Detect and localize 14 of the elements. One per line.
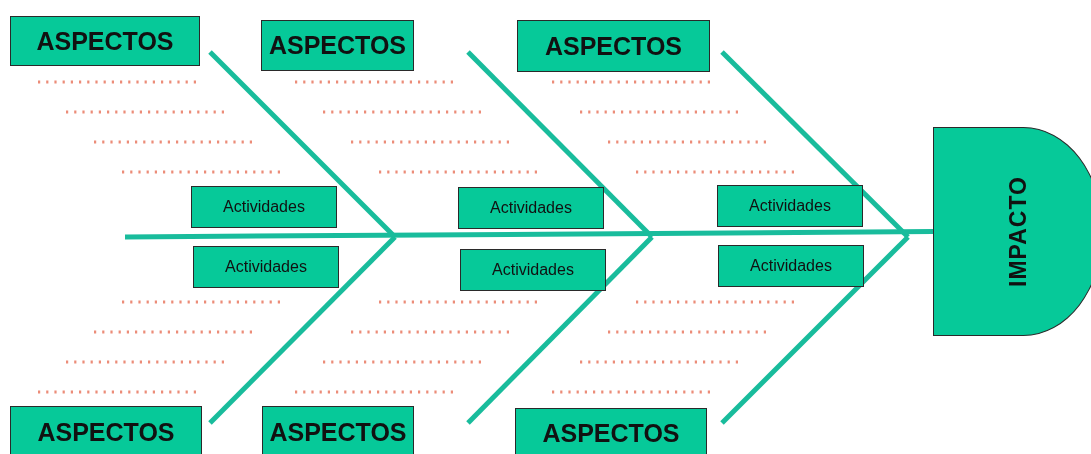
aspect-box: ASPECTOS [10, 406, 202, 454]
aspect-box: ASPECTOS [517, 20, 710, 72]
aspect-box: ASPECTOS [261, 20, 414, 71]
activity-box: Actividades [717, 185, 863, 227]
aspect-box: ASPECTOS [262, 406, 414, 454]
activity-box: Actividades [718, 245, 864, 287]
aspect-box: ASPECTOS [10, 16, 200, 66]
activity-box: Actividades [193, 246, 339, 288]
activity-box: Actividades [458, 187, 604, 229]
activity-box: Actividades [191, 186, 337, 228]
impact-head-shape: IMPACTO [933, 127, 1091, 336]
aspect-box: ASPECTOS [515, 408, 707, 454]
spine-line [125, 229, 933, 240]
activity-box: Actividades [460, 249, 606, 291]
